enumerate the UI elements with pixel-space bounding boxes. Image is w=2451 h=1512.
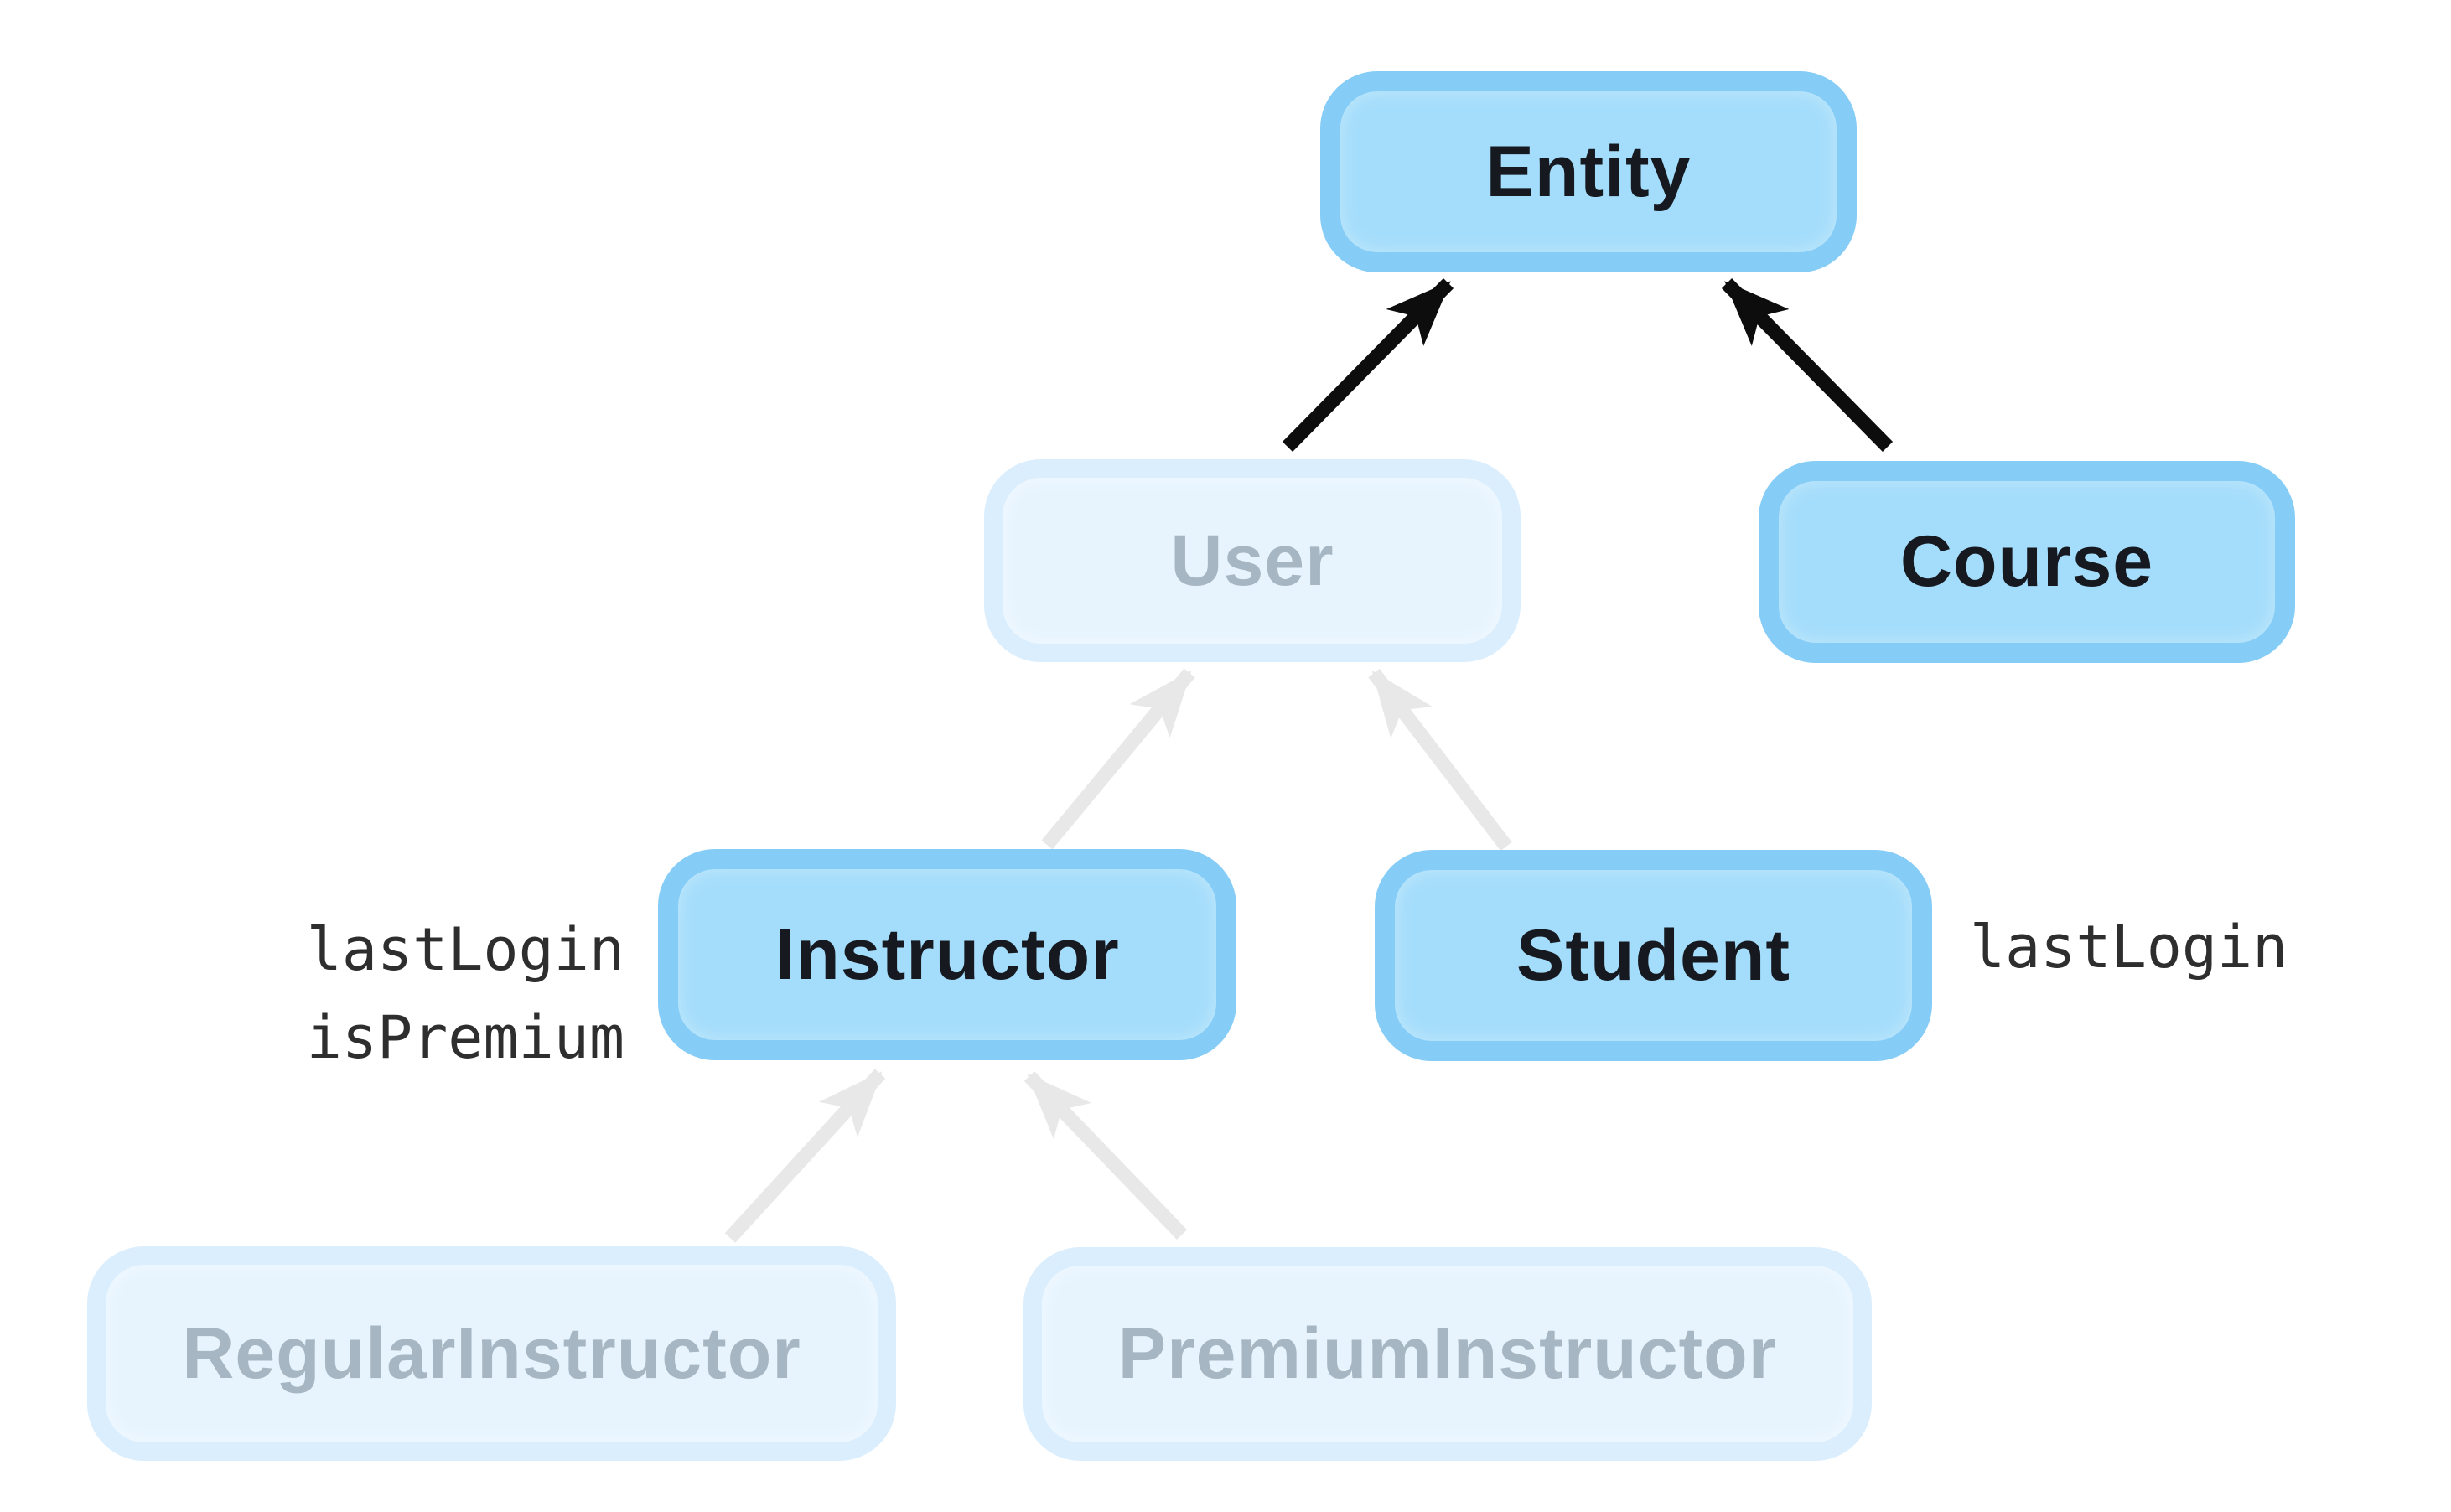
node-regular-instructor: RegularInstructor [87, 1246, 896, 1461]
node-premium-instructor: PremiumInstructor [1023, 1247, 1872, 1461]
node-student: Student [1375, 850, 1932, 1061]
edge-student-to-user [1368, 668, 1512, 852]
edge-user-to-entity [1282, 278, 1454, 452]
edge-regularInstructor-to-instructor [724, 1069, 886, 1243]
node-entity: Entity [1320, 71, 1857, 272]
edge-instructor-to-user [1041, 668, 1195, 850]
node-instructor: Instructor [658, 849, 1236, 1060]
annotation-instructor-ispremium: isPremium [306, 1003, 624, 1072]
node-user: User [984, 459, 1521, 662]
node-course: Course [1759, 461, 2295, 663]
annotation-instructor-lastlogin: lastLogin [306, 915, 624, 984]
edge-course-to-entity [1721, 278, 1894, 452]
annotation-student-lastlogin: lastLogin [1970, 913, 2288, 981]
edge-premiumInstructor-to-instructor [1023, 1071, 1188, 1240]
